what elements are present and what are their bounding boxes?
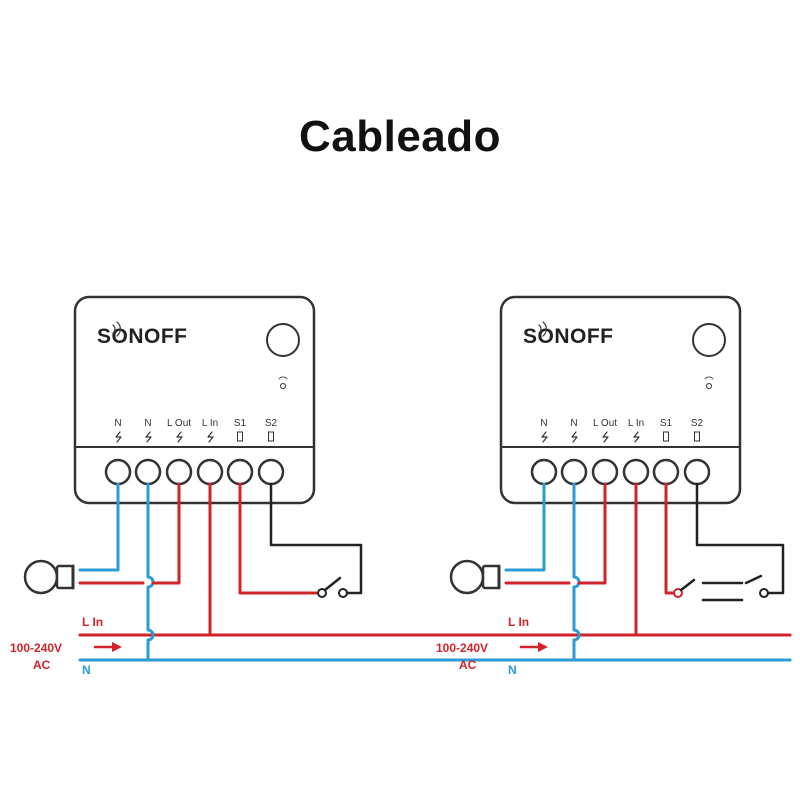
brand-logo: SONOFF xyxy=(97,325,188,348)
neutral-label: N xyxy=(508,663,517,677)
device-body xyxy=(499,295,742,505)
switch-contact xyxy=(317,588,327,598)
terminal-screw xyxy=(652,458,680,486)
terminal-screw xyxy=(683,458,711,486)
switch-input-icon xyxy=(694,431,700,442)
wiring-diagram-2: SONOFF N N L Out L In S1 S2 L In 100-240V AC N xyxy=(436,295,792,677)
lamp-base xyxy=(55,564,75,590)
switch-input-icon xyxy=(268,431,274,442)
line-in-label: L In xyxy=(82,615,103,629)
terminal-label: N xyxy=(540,418,547,429)
lamp-icon xyxy=(449,559,501,595)
brand-wifi-icon-outer xyxy=(542,321,547,337)
terminal-label: N xyxy=(114,418,121,429)
switch-s1-wire xyxy=(238,482,318,595)
switch-lever-2 xyxy=(744,574,763,585)
terminal-label: L In xyxy=(202,418,218,429)
terminal-label: S1 xyxy=(660,418,673,429)
terminal-label: N xyxy=(144,418,151,429)
neutral-wire-to-lamp xyxy=(78,482,120,572)
brand-wifi-icon xyxy=(112,324,116,334)
terminal-screw xyxy=(530,458,558,486)
switch-s1-wire xyxy=(664,482,676,595)
terminal-screw xyxy=(104,458,132,486)
neutral-wire-to-bus xyxy=(572,482,581,662)
terminal-label: S2 xyxy=(691,418,704,429)
device-body xyxy=(73,295,316,505)
flow-arrow-head xyxy=(538,642,548,652)
terminal-screw xyxy=(591,458,619,486)
lamp-icon xyxy=(23,559,75,595)
terminal-label: L Out xyxy=(167,418,191,429)
wiring-diagram-1: SONOFF N N L Out L In S1 S2 L In 100-240V AC N xyxy=(10,295,792,677)
terminal-label: L In xyxy=(628,418,644,429)
line-in-label: L In xyxy=(508,615,529,629)
led-signal-icon xyxy=(704,376,714,380)
bolt-icon xyxy=(633,431,640,443)
switch-lever-1 xyxy=(679,578,696,592)
switch-contact xyxy=(673,588,683,598)
voltage-label: 100-240V xyxy=(436,641,488,655)
terminal-screw xyxy=(134,458,162,486)
lamp-bulb xyxy=(449,559,485,595)
lamp-bulb xyxy=(23,559,59,595)
pairing-button xyxy=(266,323,300,357)
bolt-icon xyxy=(207,431,214,443)
led-signal-icon xyxy=(278,376,288,380)
ac-label: AC xyxy=(459,658,477,672)
voltage-label: 100-240V xyxy=(10,641,62,655)
flow-arrow-head xyxy=(112,642,122,652)
terminal-label: L Out xyxy=(593,418,617,429)
terminal-screw xyxy=(226,458,254,486)
terminal-label: N xyxy=(570,418,577,429)
led-indicator xyxy=(279,382,287,390)
brand-logo: SONOFF xyxy=(523,325,614,348)
switch-input-icon xyxy=(237,431,243,442)
ac-label: AC xyxy=(33,658,51,672)
switch-input-icon xyxy=(663,431,669,442)
neutral-wire-to-lamp xyxy=(504,482,546,572)
terminal-screw xyxy=(196,458,224,486)
pairing-button xyxy=(692,323,726,357)
switch-lever xyxy=(323,576,342,592)
terminal-label: S2 xyxy=(265,418,278,429)
bolt-icon xyxy=(541,431,548,443)
bolt-icon xyxy=(176,431,183,443)
lout-wire xyxy=(577,482,607,585)
terminal-label: S1 xyxy=(234,418,247,429)
brand-wifi-icon xyxy=(538,324,542,334)
terminal-screw xyxy=(560,458,588,486)
page-title: Cableado xyxy=(298,112,502,161)
bolt-icon xyxy=(602,431,609,443)
bolt-icon xyxy=(571,431,578,443)
bolt-icon xyxy=(145,431,152,443)
switch-s2-wire xyxy=(269,482,363,595)
lout-wire xyxy=(151,482,181,585)
switch-s2-wire xyxy=(695,482,785,595)
bolt-icon xyxy=(115,431,122,443)
brand-wifi-icon-outer xyxy=(116,321,121,337)
neutral-wire-to-bus xyxy=(146,482,155,662)
terminal-screw xyxy=(165,458,193,486)
led-indicator xyxy=(705,382,713,390)
terminal-screw xyxy=(257,458,285,486)
lamp-base xyxy=(481,564,501,590)
neutral-label: N xyxy=(82,663,91,677)
terminal-screw xyxy=(622,458,650,486)
